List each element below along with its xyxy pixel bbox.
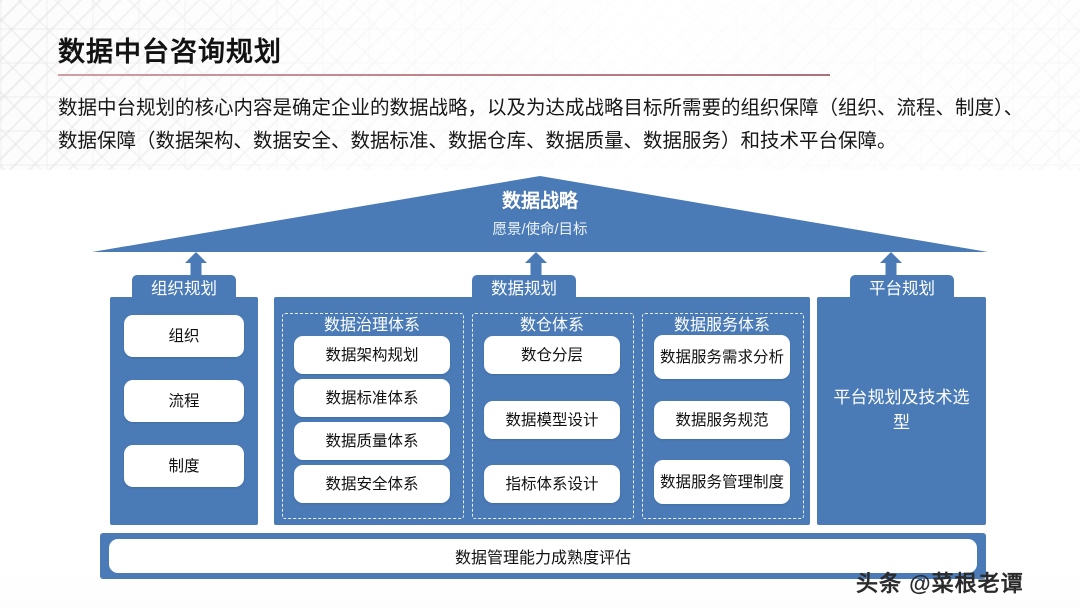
- gov-item-4[interactable]: 数据安全体系: [294, 465, 450, 503]
- dw-item-2[interactable]: 数据模型设计: [484, 401, 620, 439]
- pillar-data-planning: 数据规划 数据治理体系 数据架构规划 数据标准体系 数据质量体系 数据安全体系 …: [274, 275, 810, 525]
- pillar-data-planning-cap: 数据规划: [472, 275, 576, 299]
- svc-item-1[interactable]: 数据服务需求分析: [654, 335, 790, 379]
- dw-item-1[interactable]: 数仓分层: [484, 336, 620, 374]
- watermark-prefix: 头条: [856, 571, 903, 596]
- group-data-warehouse: [472, 313, 634, 519]
- pillar-platform-cap: 平台规划: [850, 275, 954, 299]
- platform-label: 平台规划及技术选型: [833, 388, 970, 432]
- group-data-service: [642, 313, 804, 519]
- watermark-handle: @菜根老谭: [909, 571, 1024, 596]
- svc-item-3[interactable]: 数据服务管理制度: [654, 460, 790, 504]
- dw-item-3[interactable]: 指标体系设计: [484, 465, 620, 503]
- org-item-3[interactable]: 制度: [124, 445, 244, 487]
- gov-item-2[interactable]: 数据标准体系: [294, 379, 450, 417]
- watermark: 头条 @菜根老谭: [856, 566, 1024, 598]
- arrow-up-data: [523, 251, 549, 277]
- group-data-service-title: 数据服务体系: [673, 317, 770, 334]
- group-data-governance-title: 数据治理体系: [323, 317, 420, 334]
- intro-paragraph: 数据中台规划的核心内容是确定企业的数据战略，以及为达成战略目标所需要的组织保障（…: [58, 97, 1024, 152]
- pillar-platform: 平台规划 平台规划及技术选型: [817, 275, 986, 525]
- maturity-assessment-label: 数据管理能力成熟度评估: [109, 539, 977, 573]
- gov-item-3[interactable]: 数据质量体系: [294, 422, 450, 460]
- group-data-warehouse-title: 数仓体系: [519, 317, 584, 334]
- arrow-up-organization: [183, 251, 209, 277]
- gov-item-1[interactable]: 数据架构规划: [294, 336, 450, 374]
- org-item-1[interactable]: 组织: [124, 315, 244, 357]
- title-underline: [58, 74, 830, 76]
- group-data-governance: [282, 313, 464, 519]
- roof-subtitle: 愿景/使命/目标: [492, 222, 588, 238]
- arrow-up-platform: [878, 251, 904, 277]
- org-item-2[interactable]: 流程: [124, 380, 244, 422]
- svc-item-2[interactable]: 数据服务规范: [654, 401, 790, 439]
- roof-title: 数据战略: [501, 191, 578, 212]
- page-title: 数据中台咨询规划: [58, 37, 282, 67]
- roof-shape: [92, 176, 988, 252]
- pillar-organization-cap: 组织规划: [132, 275, 236, 299]
- pillar-organization: 组织规划 组织 流程 制度: [110, 275, 258, 525]
- maturity-assessment-bar: 数据管理能力成熟度评估: [100, 533, 986, 579]
- data-strategy-roof: 数据战略 愿景/使命/目标: [92, 176, 988, 254]
